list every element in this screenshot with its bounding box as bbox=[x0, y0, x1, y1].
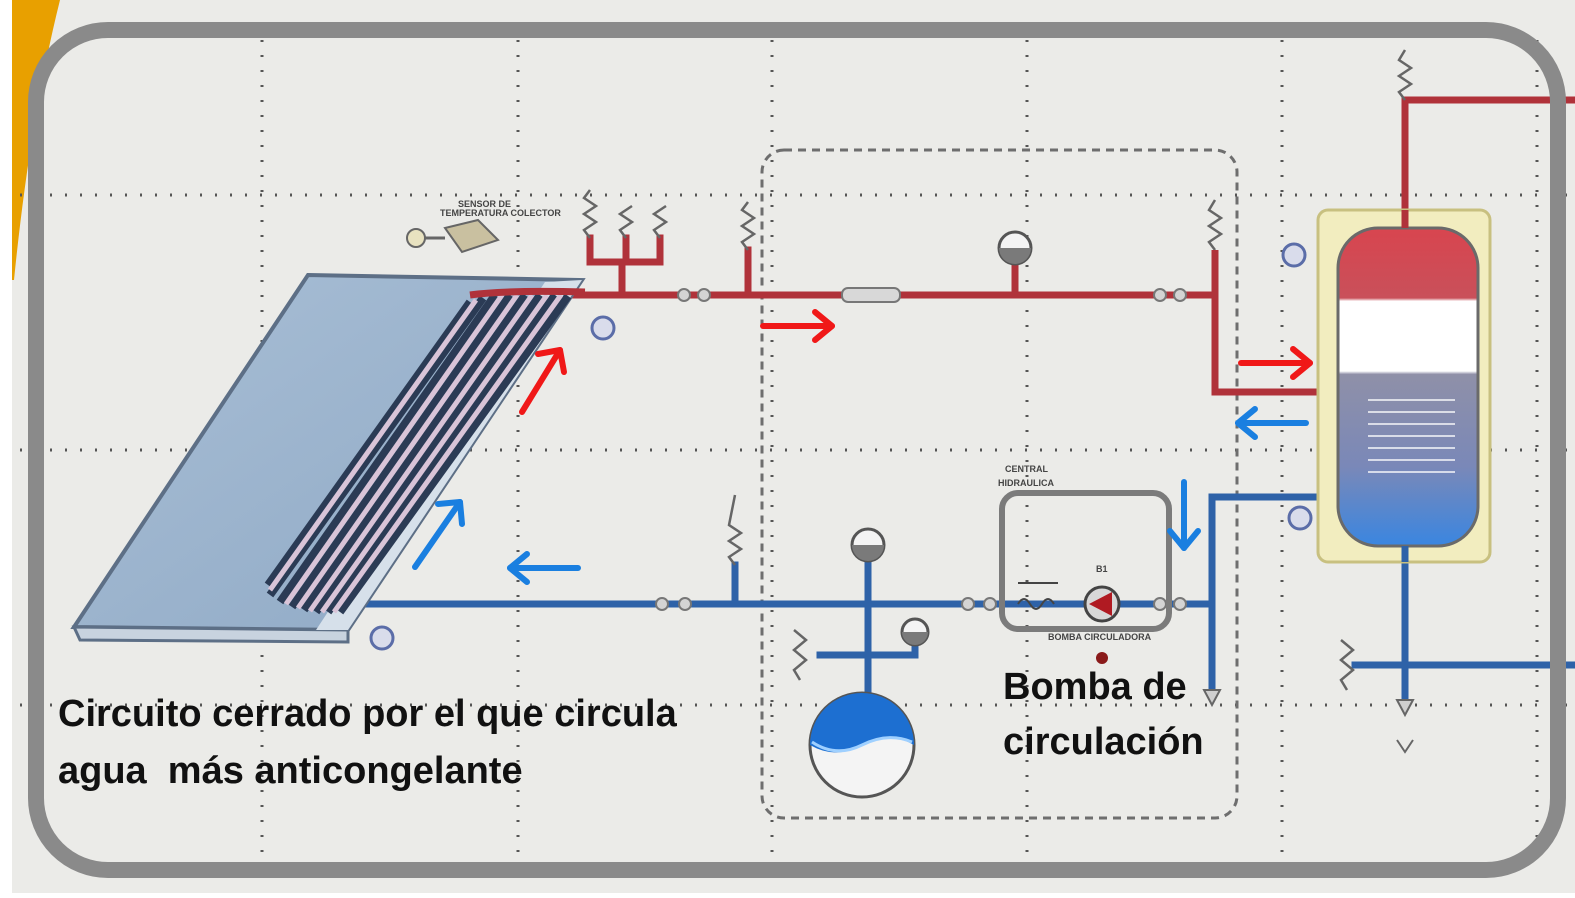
storage-tank-icon bbox=[1316, 208, 1492, 564]
cold-arrow-return bbox=[507, 551, 581, 585]
pump-caption: Bomba de circulación bbox=[1003, 660, 1233, 770]
cold-arrow-collector-in bbox=[412, 499, 465, 570]
hydraulic-station-box bbox=[760, 148, 1239, 820]
accent-edge bbox=[12, 0, 60, 280]
pipe-fittings bbox=[655, 288, 1187, 611]
hot-flow-arrows bbox=[519, 309, 1313, 415]
flow-arrows bbox=[412, 309, 1313, 585]
circuit-caption: Circuito cerrado por el que circula agua… bbox=[58, 686, 758, 800]
pump-caption-line2: circulación bbox=[1003, 721, 1204, 763]
left-margin bbox=[0, 0, 12, 893]
circuit-caption-line2: agua más anticongelante bbox=[58, 750, 523, 792]
air-vents bbox=[581, 49, 1414, 691]
circulation-pump-icon: B1 BOMBA CIRCULADORA bbox=[1017, 564, 1152, 642]
hot-arrow-collector-out bbox=[519, 347, 567, 415]
hydraulic-station-label-decor-2: HIDRAULICA bbox=[998, 478, 1054, 488]
pump-highlight-box bbox=[999, 490, 1172, 632]
pump-indicator-dot bbox=[1096, 652, 1108, 664]
svg-text:TEMPERATURA COLECTOR: TEMPERATURA COLECTOR bbox=[440, 208, 561, 218]
cold-arrow-down bbox=[1167, 479, 1201, 551]
cold-arrow-tank-out bbox=[1235, 406, 1309, 440]
closed-circuit-frame bbox=[28, 22, 1566, 878]
expansion-vessel-icon bbox=[808, 691, 916, 799]
hydraulic-station-label-decor: CENTRAL bbox=[1005, 464, 1048, 474]
svg-text:SENSOR DE: SENSOR DE bbox=[458, 199, 511, 209]
controller-icon: SENSOR DE TEMPERATURA COLECTOR bbox=[406, 199, 561, 254]
svg-text:B1: B1 bbox=[1096, 564, 1108, 574]
absorber-highlights bbox=[267, 293, 564, 614]
solar-collector-icon bbox=[70, 272, 586, 644]
absorber-tubes bbox=[264, 292, 572, 615]
cold-flow-arrows bbox=[412, 406, 1309, 585]
pump-caption-line1: Bomba de bbox=[1003, 666, 1187, 708]
circuit-caption-line1: Circuito cerrado por el que circula bbox=[58, 693, 677, 735]
dotted-grid bbox=[20, 40, 1575, 860]
drain-valves bbox=[1202, 689, 1415, 754]
flow-meter-icon bbox=[841, 287, 901, 303]
pressure-gauges bbox=[850, 230, 1033, 647]
hot-arrow-supply bbox=[760, 309, 835, 343]
hot-arrow-tank-in bbox=[1238, 346, 1313, 380]
temperature-sensors bbox=[369, 242, 1313, 651]
cold-pipe-circuit bbox=[296, 493, 1575, 704]
svg-text:BOMBA CIRCULADORA: BOMBA CIRCULADORA bbox=[1048, 632, 1152, 642]
